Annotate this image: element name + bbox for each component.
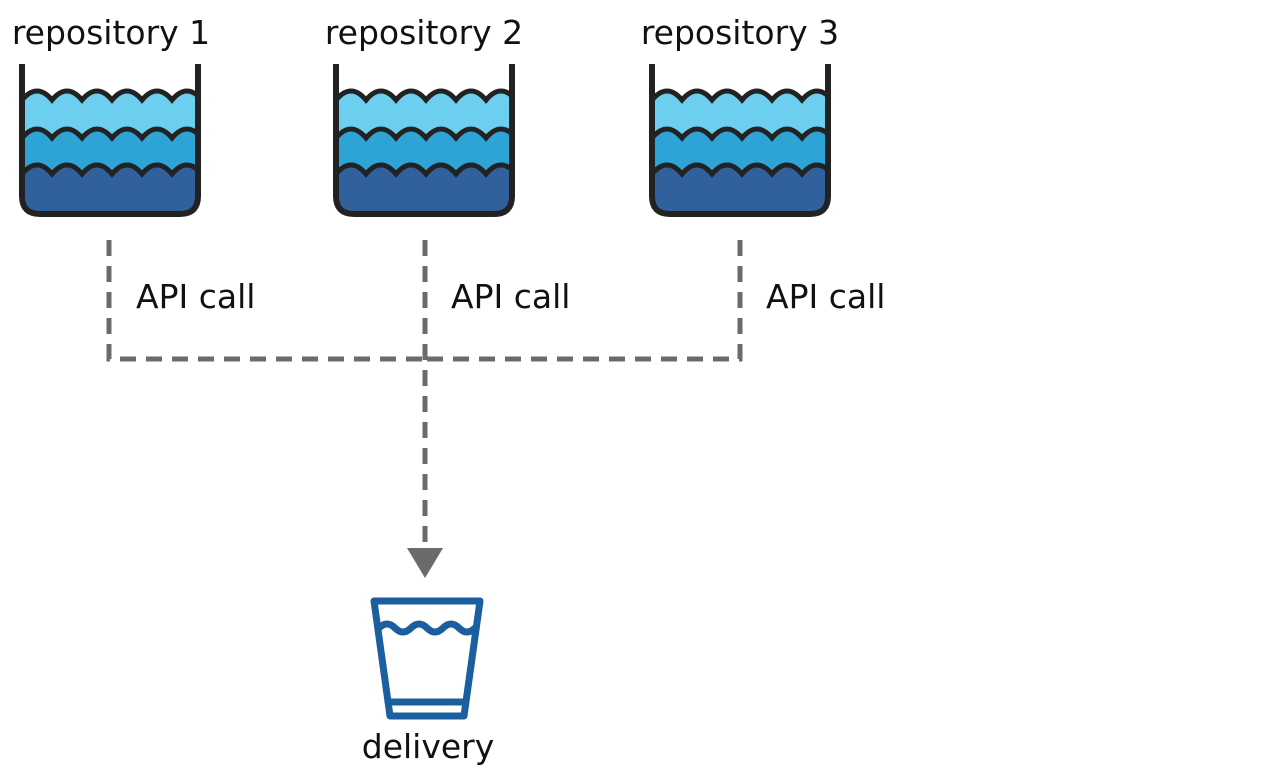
repository-1-label: repository 1 [11, 13, 211, 52]
repository-3-icon [649, 64, 831, 217]
delivery-label: delivery [361, 727, 495, 766]
connector-repo-1 [106, 240, 425, 362]
api-call-label-3: API call [766, 277, 886, 316]
api-connectors [106, 240, 743, 548]
repository-2-label: repository 2 [324, 13, 524, 52]
connector-repo-3 [425, 240, 743, 362]
api-call-label-2: API call [451, 277, 571, 316]
repository-3-label: repository 3 [640, 13, 840, 52]
api-call-label-1: API call [136, 277, 256, 316]
cup-icon [370, 597, 484, 720]
repository-2-icon [333, 64, 515, 217]
arrow-down-icon [407, 548, 443, 578]
repository-1-icon [19, 64, 201, 217]
